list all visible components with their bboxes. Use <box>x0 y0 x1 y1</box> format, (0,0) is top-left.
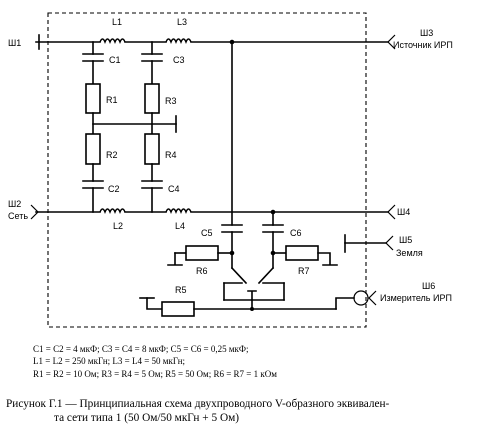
label-r7: R7 <box>298 266 310 276</box>
inductor-l2: L2 <box>99 208 126 231</box>
values-line-resistors: R1 = R2 = 10 Ом; R3 = R4 = 5 Ом; R5 = 50… <box>33 368 277 379</box>
caption-line-1: Рисунок Г.1 — Принципиальная схема двухп… <box>6 398 390 410</box>
circuit-schematic: L1 L3 L2 L4 C1 R1 R2 C2 C3 <box>8 12 453 328</box>
label-c6: C6 <box>290 228 302 238</box>
label-l2: L2 <box>113 221 123 231</box>
values-line-capacitors: C1 = C2 = 4 мкФ; C3 = C4 = 8 мкФ; C5 = C… <box>33 344 249 354</box>
label-r2: R2 <box>106 150 118 160</box>
resistor-r3: R3 <box>144 83 177 114</box>
port-sh4: Ш4 <box>387 204 410 220</box>
port-sh1: Ш1 <box>8 34 40 50</box>
inductor-l3: L3 <box>165 17 192 44</box>
port-sh2: Ш2 Сеть <box>8 199 39 221</box>
port-sh5-label: Ш5 <box>399 235 412 245</box>
label-r3: R3 <box>165 96 177 106</box>
port-sh6-name: Измеритель ИРП <box>380 293 452 303</box>
inductor-l1: L1 <box>99 17 126 44</box>
label-l3: L3 <box>177 17 187 27</box>
label-c5: C5 <box>201 228 213 238</box>
label-r6: R6 <box>196 266 208 276</box>
port-sh1-label: Ш1 <box>8 38 21 48</box>
resistor-r5: R5 <box>161 285 195 317</box>
port-sh3: Ш3 Источник ИРП <box>387 28 453 50</box>
label-r5: R5 <box>175 285 187 295</box>
port-sh3-name: Источник ИРП <box>393 40 453 50</box>
label-r4: R4 <box>165 150 177 160</box>
resistor-r2: R2 <box>85 133 118 165</box>
changeover-switch <box>223 266 285 301</box>
resistor-r1: R1 <box>85 83 118 114</box>
capacitor-c2: C2 <box>82 180 120 194</box>
port-sh4-label: Ш4 <box>397 207 410 217</box>
port-sh6-label: Ш6 <box>422 281 435 291</box>
label-c3: C3 <box>173 55 185 65</box>
capacitor-c4: C4 <box>141 180 180 194</box>
label-c4: C4 <box>168 184 180 194</box>
caption-line-2: та сети типа 1 (50 Ом/50 мкГн + 5 Ом) <box>54 412 240 424</box>
label-l1: L1 <box>112 17 122 27</box>
capacitor-c5: C5 <box>201 224 243 238</box>
capacitor-c3: C3 <box>141 53 185 65</box>
label-l4: L4 <box>175 221 185 231</box>
equipment-enclosure <box>47 12 367 328</box>
component-values: C1 = C2 = 4 мкФ; C3 = C4 = 8 мкФ; C5 = C… <box>33 343 473 380</box>
capacitor-c1: C1 <box>82 53 121 65</box>
port-sh2-name: Сеть <box>8 211 28 221</box>
values-line-inductors: L1 = L2 = 250 мкГн; L3 = L4 = 50 мкГн; <box>33 356 186 367</box>
port-sh5-name: Земля <box>396 248 423 258</box>
capacitor-c6: C6 <box>262 224 302 238</box>
resistor-r7: R7 <box>285 245 319 276</box>
resistor-r4: R4 <box>144 133 177 165</box>
resistor-r6: R6 <box>185 245 219 276</box>
inductor-l4: L4 <box>165 208 192 231</box>
port-sh3-label: Ш3 <box>420 28 433 38</box>
label-c2: C2 <box>108 184 120 194</box>
label-c1: C1 <box>109 55 121 65</box>
label-r1: R1 <box>106 95 118 105</box>
port-sh6: Ш6 Измеритель ИРП <box>335 281 452 310</box>
figure-caption: Рисунок Г.1 — Принципиальная схема двухп… <box>6 397 482 425</box>
port-sh5: Ш5 Земля <box>344 234 423 258</box>
port-sh2-label: Ш2 <box>8 199 21 209</box>
